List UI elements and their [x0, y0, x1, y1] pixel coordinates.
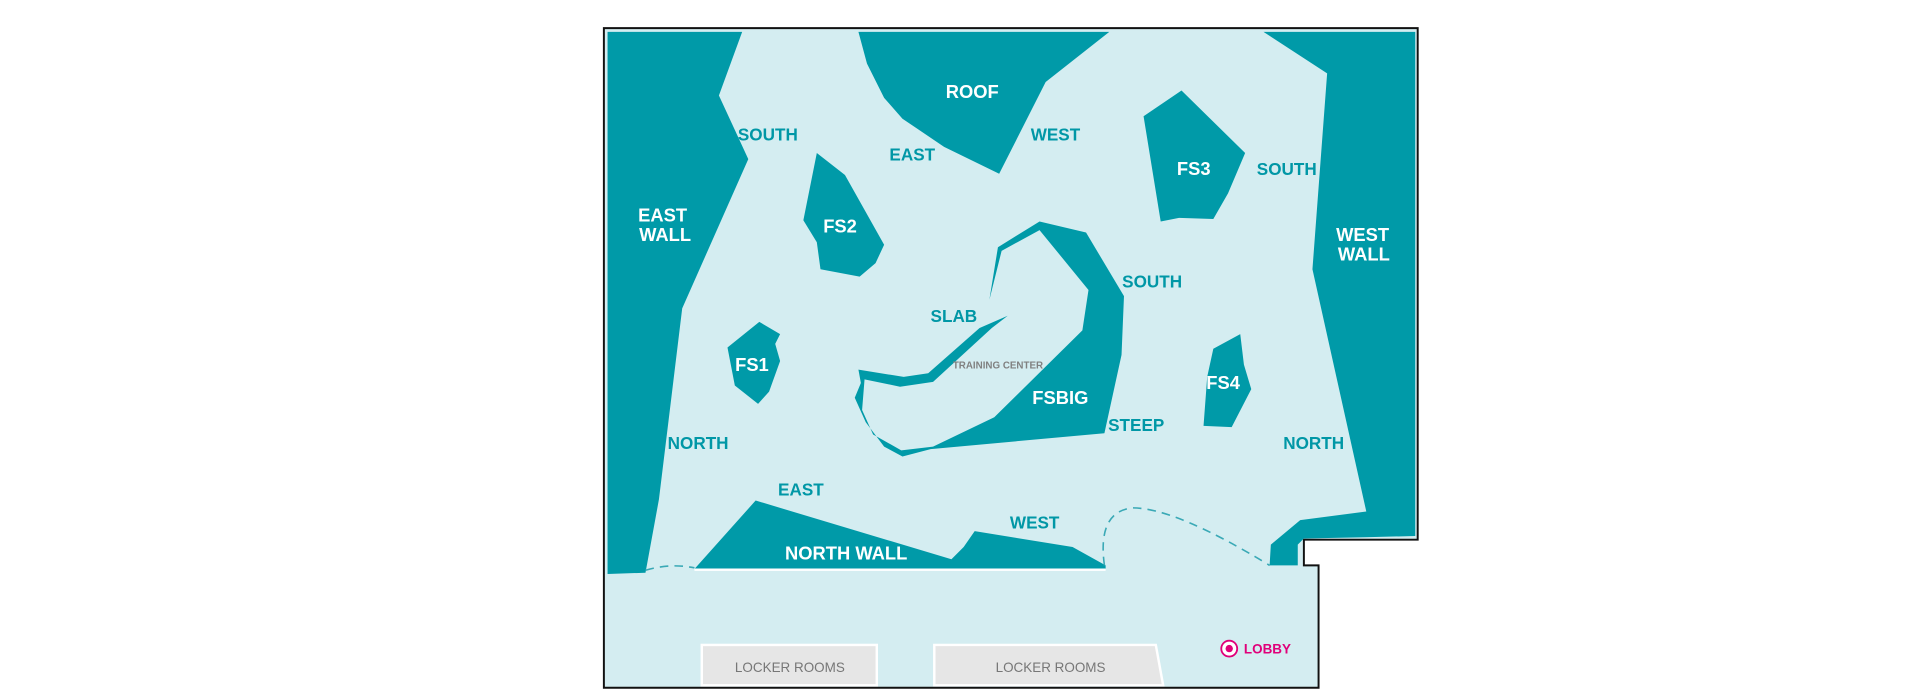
north-wall[interactable] [694, 500, 1106, 570]
roof-label: ROOF [946, 81, 999, 102]
lobby-label: LOBBY [1244, 641, 1291, 656]
locker-room-2-label: LOCKER ROOMS [996, 660, 1106, 675]
east-wall-north-label: NORTH [668, 433, 729, 453]
fsbig-label: FSBIG [1032, 387, 1088, 408]
west-wall-label-2: WALL [1338, 244, 1390, 265]
north-wall-label: NORTH WALL [785, 542, 907, 563]
west-wall-south-label: SOUTH [1257, 159, 1317, 179]
location-target-dot [1225, 644, 1233, 653]
fs3-label: FS3 [1177, 158, 1211, 179]
east-wall-label-1: EAST [638, 205, 688, 226]
north-wall-east-label: EAST [778, 480, 824, 500]
dashed-boundary-left [645, 565, 695, 572]
fs4-wall[interactable] [1203, 334, 1252, 428]
fs4-label: FS4 [1206, 372, 1240, 393]
roof-west-label: WEST [1031, 125, 1081, 145]
north-wall-west-label: WEST [1010, 513, 1060, 533]
fsbig-slab-label: SLAB [931, 306, 978, 326]
fs1-wall[interactable] [727, 321, 781, 404]
fs3-wall[interactable] [1143, 90, 1246, 222]
west-wall-north-label: NORTH [1283, 433, 1344, 453]
fs1-label: FS1 [735, 354, 769, 375]
dashed-boundary-right [1102, 507, 1271, 567]
locker-room-1-label: LOCKER ROOMS [735, 660, 845, 675]
locker-room-2[interactable] [933, 643, 1165, 687]
locker-room-1[interactable] [700, 643, 879, 687]
lobby-marker[interactable]: LOBBY [1220, 639, 1291, 658]
fsbig-steep-label: STEEP [1108, 415, 1164, 435]
roof-wall[interactable] [858, 31, 1110, 174]
west-wall-label-1: WEST [1336, 224, 1390, 245]
fsbig-south-label: SOUTH [1122, 272, 1182, 292]
fs2-label: FS2 [823, 216, 857, 237]
roof-east-label: EAST [889, 144, 935, 164]
west-wall[interactable] [1263, 31, 1416, 566]
east-wall-south-label: SOUTH [738, 125, 798, 145]
fsbig-wall[interactable] [854, 221, 1124, 457]
east-wall[interactable] [607, 31, 749, 574]
training-center-label: TRAINING CENTER [953, 360, 1043, 371]
fs2-wall[interactable] [803, 152, 885, 277]
east-wall-label-2: WALL [639, 224, 691, 245]
